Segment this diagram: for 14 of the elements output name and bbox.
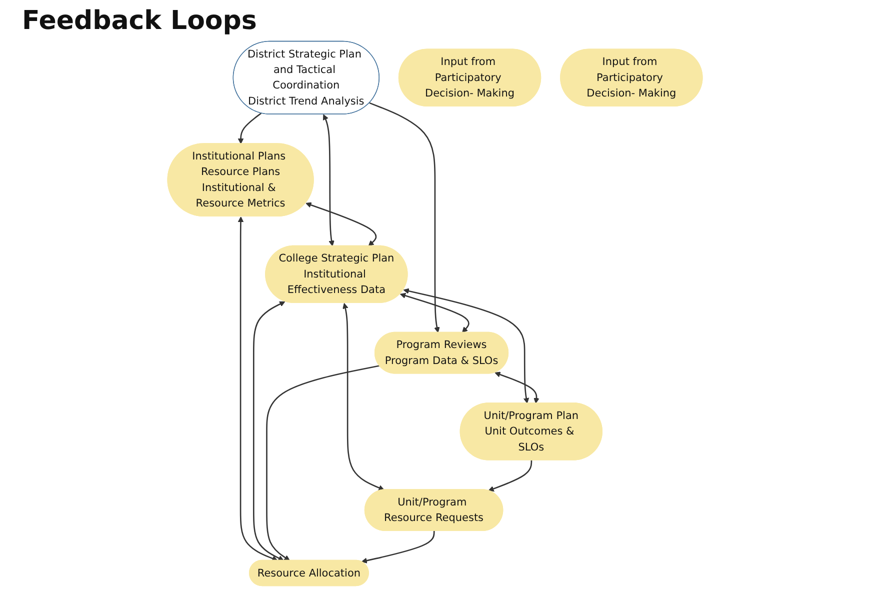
- diagram-title: Feedback Loops: [22, 6, 258, 36]
- arrow: [306, 202, 377, 246]
- arrow: [361, 531, 435, 564]
- arrow: [342, 303, 384, 490]
- arrow: [488, 460, 532, 492]
- arrow: [322, 114, 334, 246]
- arrow: [400, 292, 470, 333]
- arrow: [266, 365, 380, 561]
- arrow: [403, 288, 530, 404]
- arrow: [369, 102, 440, 333]
- arrow: [238, 112, 262, 144]
- arrow: [253, 301, 286, 561]
- arrow: [238, 216, 278, 562]
- arrow: [494, 372, 540, 404]
